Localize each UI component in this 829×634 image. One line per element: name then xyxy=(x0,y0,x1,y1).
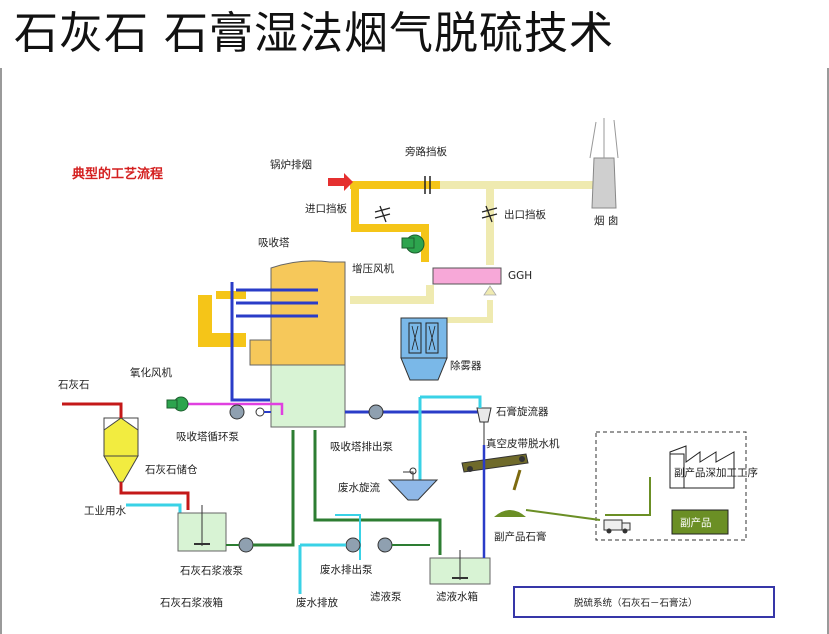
label-byproduct-gypsum: 副产品石膏 xyxy=(494,530,547,543)
ww-pump xyxy=(298,537,361,594)
ww-cyclone xyxy=(387,467,439,501)
label-legend: 脱硫系统（石灰石－石膏法） xyxy=(574,597,698,609)
label-limestone-silo: 石灰石储仓 xyxy=(145,463,198,476)
label-ggh: GGH xyxy=(508,270,532,282)
label-filtrate-pump: 滤液泵 xyxy=(370,590,402,603)
oxidation-air-line xyxy=(178,402,284,415)
filtrate-tank xyxy=(429,550,491,585)
flue-inlet-arrow xyxy=(328,173,353,191)
process-water-line xyxy=(126,503,182,514)
absorber-circ-pump xyxy=(229,404,271,420)
ggh-up-arrow xyxy=(483,285,497,296)
label-chimney: 烟 囱 xyxy=(594,214,618,227)
diagram-title: 石灰石 石膏湿法烟气脱硫技术 xyxy=(14,8,614,59)
spray-headers xyxy=(230,282,318,402)
outlet-damper xyxy=(481,205,498,223)
legend-box xyxy=(513,586,775,618)
byproduct-bin xyxy=(671,509,729,535)
gypsum-cyclone xyxy=(418,395,492,480)
diagram-frame xyxy=(0,68,829,634)
process-subtitle: 典型的工艺流程 xyxy=(72,166,163,182)
gypsum-to-truck-line xyxy=(525,509,601,521)
inlet-damper xyxy=(374,205,391,223)
byproduct-flow-line xyxy=(605,477,651,516)
chimney xyxy=(589,118,619,209)
label-oxidation-fan: 氧化风机 xyxy=(130,366,172,379)
label-inlet-damper: 进口挡板 xyxy=(305,202,347,215)
label-slurry-tank: 石灰石浆液箱 xyxy=(160,596,223,609)
label-slurry-pump: 石灰石浆液泵 xyxy=(180,564,243,577)
label-absorber: 吸收塔 xyxy=(258,236,290,249)
ww-line xyxy=(335,514,361,560)
label-vacuum-belt: 真空皮带脱水机 xyxy=(486,437,560,450)
demister xyxy=(400,317,448,381)
label-filtrate-tank: 滤液水箱 xyxy=(436,590,478,603)
bypass-damper xyxy=(424,176,431,194)
vacuum-belt xyxy=(461,453,529,491)
label-absorber-discharge-pump: 吸收塔排出泵 xyxy=(330,440,393,453)
filtrate-return-line xyxy=(313,430,442,555)
absorber-discharge-pump xyxy=(345,404,480,420)
label-ww-cyclone: 废水旋流 xyxy=(338,481,380,494)
label-boiler-flue: 锅炉排烟 xyxy=(270,158,312,171)
truck-icon xyxy=(603,519,631,534)
gypsum-pile xyxy=(494,510,526,517)
byproduct-processing-box xyxy=(595,431,747,541)
label-absorber-circ-pump: 吸收塔循环泵 xyxy=(176,430,239,443)
oxidation-fan xyxy=(166,396,189,412)
limestone-feed-line xyxy=(62,402,123,418)
label-process-water: 工业用水 xyxy=(84,505,126,517)
absorber-tower xyxy=(249,260,346,428)
factory-icon xyxy=(669,445,735,489)
label-byproduct-processing: 副产品深加工工序 xyxy=(674,466,758,479)
filtrate-pump xyxy=(377,537,430,553)
label-limestone: 石灰石 xyxy=(58,378,90,391)
clean-gas-duct xyxy=(350,181,595,323)
label-bypass-damper: 旁路挡板 xyxy=(405,145,447,158)
label-demister: 除雾器 xyxy=(450,359,482,372)
slurry-tank xyxy=(177,505,227,552)
label-outlet-damper: 出口挡板 xyxy=(504,208,546,221)
label-booster-fan: 增压风机 xyxy=(352,262,394,275)
limestone-silo xyxy=(103,417,190,510)
label-gypsum-cyclone: 石膏旋流器 xyxy=(496,405,549,418)
booster-fan xyxy=(401,234,425,254)
ggh-heater xyxy=(432,267,502,285)
label-ww-discharge: 废水排放 xyxy=(296,596,338,609)
label-ww-pump: 废水排出泵 xyxy=(320,563,373,576)
label-byproduct: 副产品 xyxy=(680,516,712,529)
slurry-pump xyxy=(226,430,295,553)
